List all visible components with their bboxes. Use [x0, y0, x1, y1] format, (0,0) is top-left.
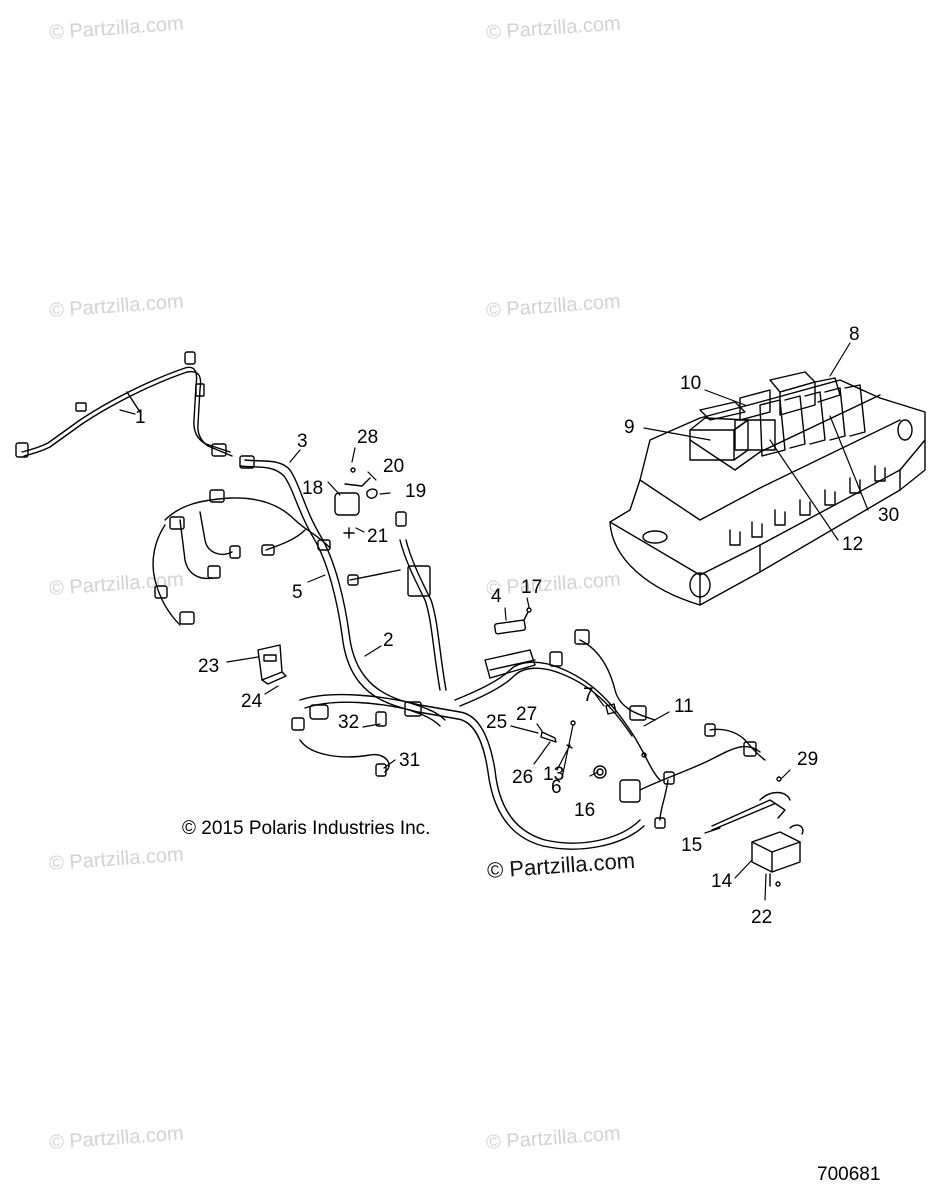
- harness-1: [15, 351, 233, 458]
- callout-7: 7: [583, 685, 594, 706]
- callout-16: 16: [574, 800, 596, 821]
- callout-30: 30: [878, 505, 900, 526]
- callout-18: 18: [302, 478, 324, 499]
- callout-27: 27: [516, 704, 538, 725]
- callout-20: 20: [383, 456, 405, 477]
- callout-14: 14: [711, 871, 733, 892]
- callout-12: 12: [842, 534, 864, 555]
- callout-1: 1: [135, 407, 146, 428]
- callout-2: 2: [383, 630, 394, 651]
- copyright-notice: © 2015 Polaris Industries Inc.: [182, 818, 431, 839]
- callout-22: 22: [751, 907, 773, 928]
- harness-right: [454, 629, 766, 829]
- callout-3: 3: [297, 431, 308, 452]
- callout-17: 17: [521, 577, 543, 598]
- callout-4: 4: [491, 586, 502, 607]
- callout-13: 13: [543, 764, 565, 785]
- figure-id: 700681: [817, 1164, 881, 1185]
- callout-26: 26: [512, 767, 534, 788]
- callout-19: 19: [405, 481, 427, 502]
- callout-6: 6: [551, 777, 562, 798]
- harness-center: [291, 511, 645, 850]
- callout-15: 15: [681, 835, 703, 856]
- fuse-box-assembly: [609, 371, 926, 606]
- leader-lines: [119, 342, 869, 901]
- callout-11: 11: [674, 696, 694, 717]
- callout-8: 8: [849, 324, 860, 345]
- callout-28: 28: [357, 427, 379, 448]
- callout-24: 24: [241, 691, 263, 712]
- callout-25: 25: [486, 712, 508, 733]
- callout-9: 9: [624, 417, 635, 438]
- part-23-ecu: [257, 644, 287, 685]
- callout-10: 10: [680, 373, 702, 394]
- harness-2: [152, 455, 446, 727]
- small-parts: [523, 607, 647, 779]
- callout-23: 23: [198, 656, 220, 677]
- callout-31: 31: [399, 750, 421, 771]
- callout-21: 21: [367, 526, 389, 547]
- callout-5: 5: [292, 582, 303, 603]
- parts-18-21: [334, 467, 378, 539]
- callout-32: 32: [338, 712, 360, 733]
- part-4: [484, 619, 536, 679]
- part-14-15: [711, 776, 804, 887]
- callout-29: 29: [797, 749, 819, 770]
